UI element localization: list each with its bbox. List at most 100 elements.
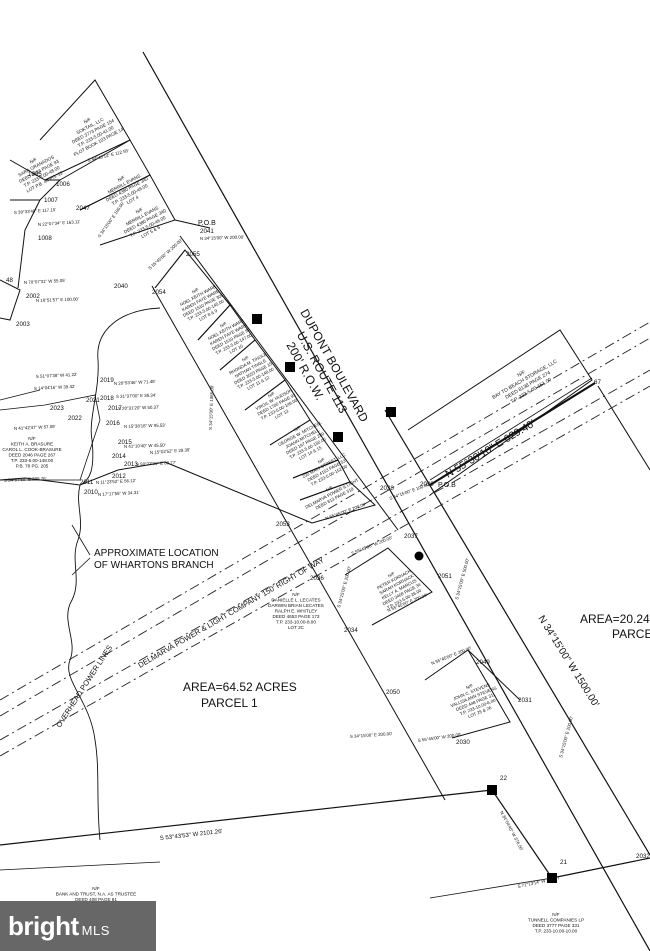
point-label: 2039 — [420, 481, 434, 488]
iron-pin-marker — [414, 551, 424, 561]
call-label: S 34°15'00" E 200.00' — [558, 716, 574, 759]
owner-baytobeach: N/F BAY TO BEACH STORAGE, LLC DEED 8138 … — [491, 358, 558, 405]
svg-text:T.P. 233-10.00-10.00: T.P. 233-10.00-10.00 — [535, 929, 578, 934]
svg-text:N/F: N/F — [517, 370, 527, 379]
monument-marker — [333, 432, 343, 442]
call-label: N 17°17'55" W 34.31' — [98, 490, 140, 497]
point-label: 2054 — [152, 289, 166, 296]
line-2049-2050 — [467, 649, 521, 701]
point-label: 2047 — [76, 205, 90, 212]
parcel2-area: AREA=20.24 A — [580, 612, 650, 626]
kornack-boundary — [344, 547, 433, 626]
svg-text:N/F: N/F — [292, 592, 300, 597]
monument-marker — [547, 873, 557, 883]
call-label: S 34°15'00" E 500.00' — [454, 558, 470, 601]
call-label: S 34°15'00" E 200.00' — [336, 566, 352, 609]
road-west-edge — [142, 51, 650, 951]
call-label: S 55°45'00" W 200.00' — [351, 535, 394, 556]
owner-hudson: N/F VIRGIL W. HUDSON DEED 1700 PAGE 93 T… — [255, 388, 299, 421]
call-label: S 55°45'00" W 200.00' — [417, 732, 461, 743]
svg-text:N/F: N/F — [241, 355, 250, 363]
monument-marker — [285, 362, 295, 372]
owner-ware2: N/F NOEL KEITH WARE KAREN FAYE WARE DEED… — [207, 318, 253, 356]
point-label: 2037 — [404, 533, 418, 540]
owner-brasure: N/F KEITH A. BRASURE CAROL L. COOK-BRASU… — [2, 436, 61, 469]
tunnell-line — [429, 877, 553, 899]
point-label: 2036 — [310, 575, 324, 582]
south-line-label: S 53°43'53" W 2101.26' — [160, 829, 223, 842]
brasure-boundary — [0, 394, 101, 481]
point-label: 2017 — [108, 405, 122, 412]
point-label: 2016 — [106, 420, 120, 427]
point-label: 1005 — [28, 171, 42, 178]
svg-text:BANK AND TRUST, N.A. AS TRUSTE: BANK AND TRUST, N.A. AS TRUSTEE — [56, 892, 137, 897]
line-21-2032 — [551, 857, 650, 879]
monument-marker — [487, 785, 497, 795]
point-label: 1007 — [44, 197, 58, 204]
svg-text:N/F: N/F — [29, 157, 38, 165]
point-label: 2031 — [518, 697, 532, 704]
svg-text:DEED 4653 PAGE 173: DEED 4653 PAGE 173 — [273, 614, 320, 619]
svg-text:DEED 2046 PAGE 267: DEED 2046 PAGE 267 — [9, 453, 56, 458]
svg-text:N/F: N/F — [219, 321, 228, 329]
overhead-lines-label: OVERHEAD POWER LINES — [54, 643, 114, 729]
point-label: 2051 — [438, 573, 452, 580]
svg-text:P.B. 78 PG. 205: P.B. 78 PG. 205 — [16, 464, 49, 469]
parcel2-name: PARCE — [612, 627, 650, 641]
call-label: N 22°07'34" E 163.11' — [38, 219, 81, 227]
svg-text:N/F: N/F — [325, 485, 334, 493]
branch-leader-2 — [71, 557, 91, 576]
point-label: 2013 — [124, 461, 138, 468]
svg-text:DANIELLE L. LECATES: DANIELLE L. LECATES — [271, 598, 320, 603]
point-label: 2015 — [118, 439, 132, 446]
svg-text:LOT 4: LOT 4 — [126, 194, 140, 205]
svg-text:CAROL L. COOK-BRASURE: CAROL L. COOK-BRASURE — [2, 447, 61, 452]
owner-stevens: N/F JOHN C. STEVENS VALLISA ANN STEVENS … — [450, 682, 498, 719]
point-label: 2012 — [112, 473, 126, 480]
point-label: 67 — [594, 379, 601, 386]
point-label: 2011 — [80, 479, 94, 486]
svg-text:N/F: N/F — [293, 425, 302, 433]
call-label: N 11°23'52" E 56.12' — [96, 478, 136, 485]
point-label: 2055 — [186, 251, 200, 258]
line-2041 — [174, 219, 211, 229]
point-label: 1006 — [56, 181, 70, 188]
svg-text:N/F: N/F — [92, 886, 100, 891]
main-bearing: N 55°30'10" E 629.40' — [443, 418, 537, 481]
road-west-lot-line-2 — [179, 235, 399, 531]
svg-text:LOT 10: LOT 10 — [229, 343, 245, 355]
point-label: 2019 — [100, 377, 114, 384]
owner-ware: N/F NOEL KEITH WARE KAREN FAYE WARE DEED… — [179, 284, 225, 322]
soktail-boundary — [39, 79, 131, 181]
point-label: 2030 — [456, 739, 470, 746]
monument-marker — [252, 314, 262, 324]
point-label: 2034 — [344, 627, 358, 634]
main-bearing-line — [429, 382, 596, 486]
powerline-row-north — [0, 321, 650, 701]
point-label: 2053 — [276, 521, 290, 528]
svg-text:N/F: N/F — [317, 457, 326, 465]
watermark-suffix: MLS — [81, 922, 110, 938]
svg-text:LOT 2C: LOT 2C — [288, 625, 305, 630]
creek-spur — [0, 389, 41, 401]
svg-text:N/F: N/F — [83, 117, 92, 125]
svg-text:T.P. 233-5.00-148.00: T.P. 233-5.00-148.00 — [11, 458, 54, 463]
west-tract-boundary — [0, 279, 21, 321]
baytobeach-boundary — [407, 329, 593, 496]
point-label: 2018 — [100, 395, 114, 402]
road-west-lot-line — [151, 285, 446, 801]
point-label: 48 — [6, 277, 13, 284]
point-label: 2040 — [114, 283, 128, 290]
line-22-21 — [491, 789, 553, 879]
call-label: N 41°10'40" W 45.50' — [124, 443, 166, 449]
powerline-row-north-2 — [0, 337, 650, 717]
call-label: N 15°38'18" W 95.53' — [124, 423, 166, 429]
point-label: 2041 — [200, 228, 214, 235]
powerline-row-south — [0, 369, 650, 741]
point-label: 2010 — [84, 489, 98, 496]
call-label: S 14°04'16" W 39.42' — [34, 384, 76, 391]
svg-text:N/F: N/F — [28, 436, 36, 441]
